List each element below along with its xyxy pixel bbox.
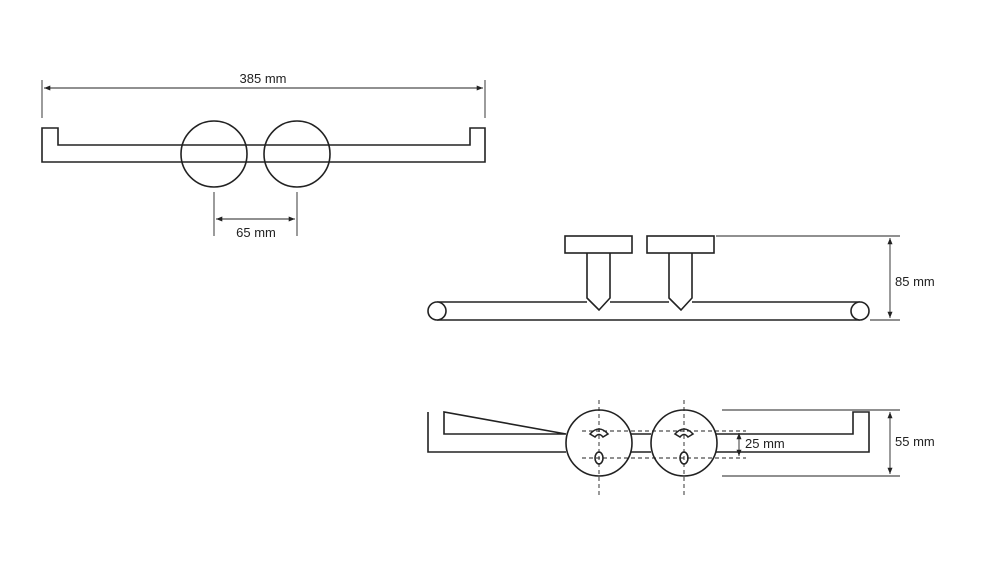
- mount-spacing-label: 25 mm: [745, 436, 785, 451]
- mounting-view-bar: [427, 411, 870, 453]
- rod-end-left: [427, 301, 447, 321]
- wall-plate-right: [646, 235, 715, 254]
- height-dimension-label: 55 mm: [895, 434, 935, 449]
- depth-dimension-label: 85 mm: [895, 274, 935, 289]
- rosette-right: [263, 120, 331, 188]
- post-left: [586, 253, 611, 312]
- rosette-left: [180, 120, 248, 188]
- spacing-dimension-label: 65 mm: [236, 225, 276, 240]
- mounting-view: 25 mm 55 mm: [427, 400, 935, 496]
- upper-slot-right: [673, 428, 695, 439]
- rod-end-right: [850, 301, 870, 321]
- top-view-bar: [41, 127, 486, 163]
- wall-plate-left: [564, 235, 633, 254]
- top-view: 385 mm 65 mm: [41, 71, 486, 240]
- width-dimension-label: 385 mm: [240, 71, 287, 86]
- post-right: [668, 253, 693, 312]
- side-view: 85 mm: [427, 235, 935, 321]
- upper-slot-left: [588, 428, 610, 439]
- rod: [437, 301, 860, 321]
